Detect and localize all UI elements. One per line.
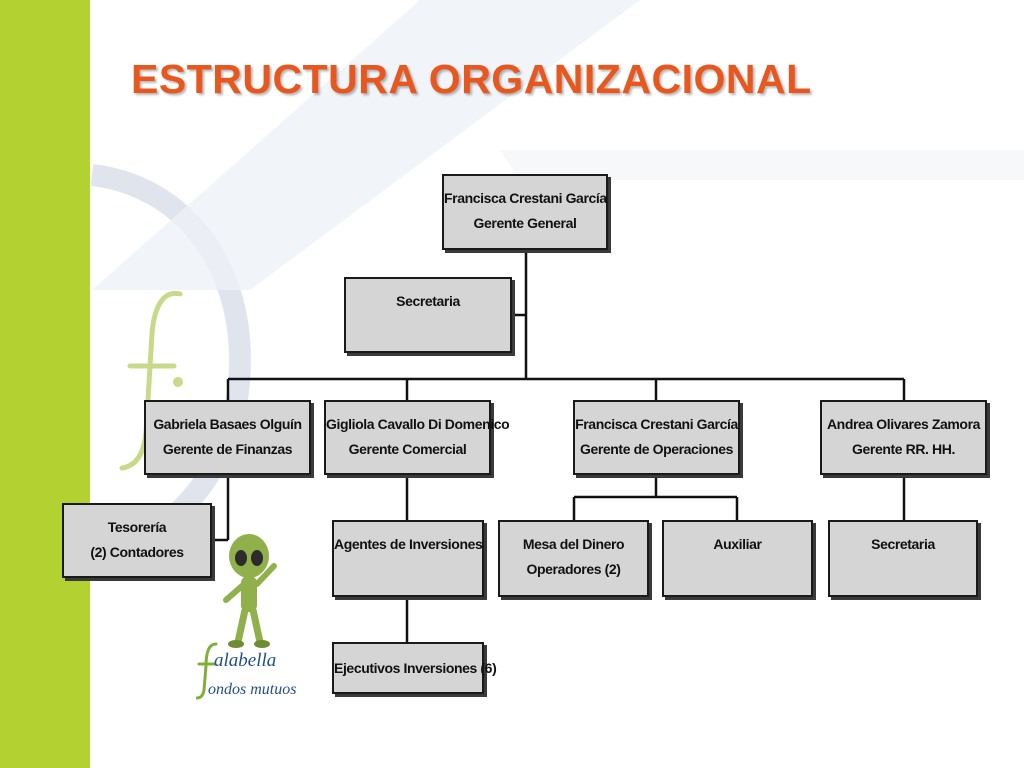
left-accent-bar	[0, 0, 90, 768]
org-box-name: Secretaria	[871, 536, 935, 552]
org-box-secretaria-general: Secretaria	[344, 277, 512, 353]
org-box-name: Gigliola Cavallo Di Domenico	[326, 416, 510, 432]
org-box-role: Gerente Comercial	[348, 441, 467, 457]
falabella-f-logo-icon	[119, 290, 183, 471]
org-box-mesa-dinero: Mesa del Dinero Operadores (2)	[498, 520, 649, 597]
org-box-gerente-comercial: Gigliola Cavallo Di Domenico Gerente Com…	[324, 400, 510, 475]
org-box-gerente-general: Francisca Crestani García Gerente Genera…	[442, 174, 608, 250]
brand-logo-line1: alabella	[214, 650, 276, 671]
org-box-gerente-operaciones: Francisca Crestani García Gerente de Ope…	[573, 400, 740, 475]
org-box-name: Andrea Olivares Zamora	[826, 416, 981, 432]
org-box-tesoreria: Tesorería (2) Contadores	[62, 503, 212, 578]
org-box-name: Gabriela Basaes Olguín	[153, 416, 302, 432]
org-box-role: Gerente General	[473, 215, 577, 231]
org-box-name: Agentes de Inversiones	[334, 536, 483, 552]
org-box-role: Gerente de Operaciones	[579, 441, 734, 457]
org-box-name: Ejecutivos Inversiones (6)	[334, 660, 497, 676]
org-box-secretaria-rrhh: Secretaria	[828, 520, 978, 597]
page-title: ESTRUCTURA ORGANIZACIONAL	[131, 56, 812, 102]
org-box-role: (2) Contadores	[90, 544, 184, 560]
alien-mascot-icon	[223, 534, 277, 648]
org-box-agentes-inversiones: Agentes de Inversiones	[332, 520, 484, 597]
org-box-role: Gerente de Finanzas	[162, 441, 293, 457]
org-box-gerente-rrhh: Andrea Olivares Zamora Gerente RR. HH.	[820, 400, 987, 475]
org-box-name: Auxiliar	[713, 536, 762, 552]
org-box-name: Mesa del Dinero	[522, 536, 625, 552]
org-box-auxiliar: Auxiliar	[662, 520, 813, 597]
brand-logo-line2: ondos mutuos	[208, 681, 296, 698]
falabella-fondos-mutuos-logo: alabella ondos mutuos	[196, 642, 296, 700]
org-box-name: Francisca Crestani García	[575, 416, 738, 432]
org-box-ejecutivos-inversiones: Ejecutivos Inversiones (6)	[332, 642, 497, 694]
org-box-name: Tesorería	[107, 519, 167, 535]
org-box-gerente-finanzas: Gabriela Basaes Olguín Gerente de Finanz…	[144, 400, 311, 475]
org-box-role: Gerente RR. HH.	[852, 441, 955, 457]
org-box-role: Operadores (2)	[526, 561, 621, 577]
org-box-name: Francisca Crestani García	[444, 190, 607, 206]
org-box-name: Secretaria	[396, 293, 460, 309]
